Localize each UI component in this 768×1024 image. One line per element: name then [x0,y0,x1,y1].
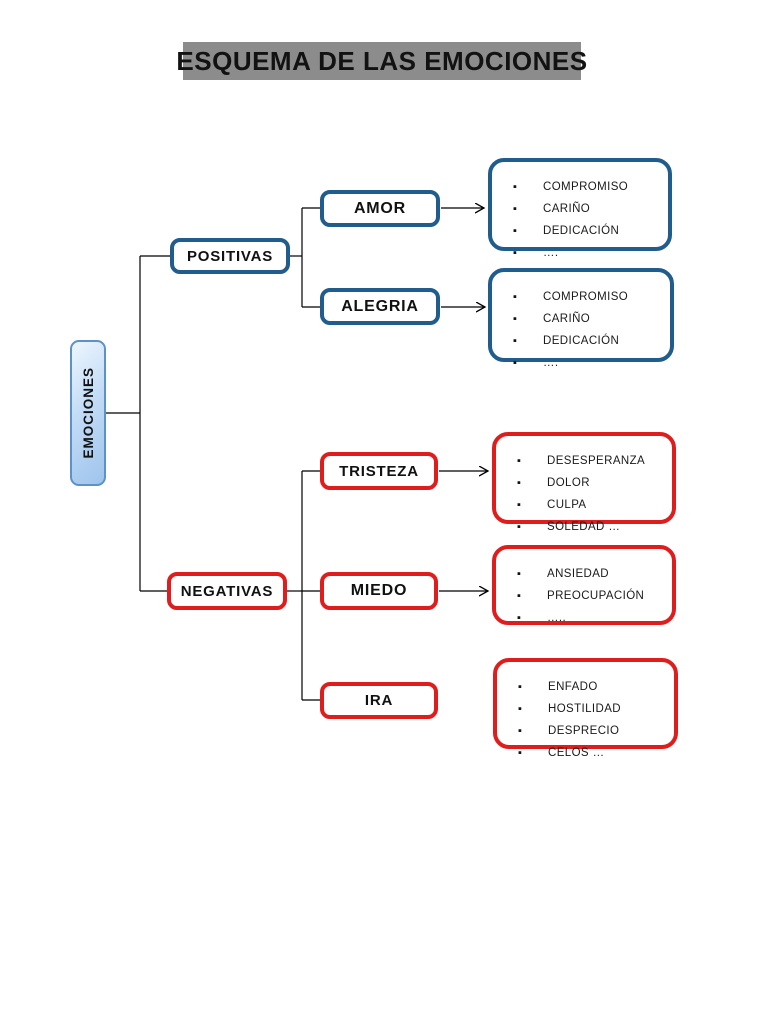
list-item-label: PREOCUPACIÓN [547,590,645,602]
bullet-icon: ▪ [513,290,517,303]
list-item: ▪ DEDICACIÓN [513,220,660,242]
bullet-icon: ▪ [513,334,517,347]
list-item: ▪ DESESPERANZA [517,450,664,472]
list-item: ▪ COMPROMISO [513,286,662,308]
bullet-icon: ▪ [518,724,522,737]
bullet-icon: ▪ [513,356,517,369]
node-amor: AMOR [320,190,440,227]
node-emociones: EMOCIONES [70,340,106,486]
bullet-icon: ▪ [517,476,521,489]
bullet-icon: ▪ [513,202,517,215]
list-item-label: DEDICACIÓN [543,335,620,347]
list-item: ▪ PREOCUPACIÓN [517,585,664,607]
node-tristeza: TRISTEZA [320,452,438,490]
bullet-icon: ▪ [518,702,522,715]
bullet-icon: ▪ [517,611,521,624]
list-item: ▪ ENFADO [518,676,666,698]
tristeza-detail-list: ▪ DESESPERANZA ▪ DOLOR ▪ CULPA ▪ SOLEDAD … [492,432,676,533]
list-item: ▪ HOSTILIDAD [518,698,666,720]
list-item: ▪ ANSIEDAD [517,563,664,585]
bullet-icon: ▪ [513,224,517,237]
amor-detail-list: ▪ COMPROMISO ▪ CARIÑO ▪ DEDICACIÓN ▪ …. [488,158,672,259]
bullet-icon: ▪ [517,454,521,467]
miedo-detail-list: ▪ ANSIEDAD ▪ PREOCUPACIÓN ▪ ….. [492,545,676,625]
alegria-detail-list: ▪ COMPROMISO ▪ CARIÑO ▪ DEDICACIÓN ▪ …. [488,268,674,369]
list-item-label: SOLEDAD … [547,521,621,533]
bullet-icon: ▪ [518,680,522,693]
list-item-label: ANSIEDAD [547,568,609,580]
ira-detail-list: ▪ ENFADO ▪ HOSTILIDAD ▪ DESPRECIO ▪ CELOS … [493,658,678,759]
list-item: ▪ SOLEDAD … [517,516,664,538]
list-item-label: DEDICACIÓN [543,225,620,237]
list-item-label: CARIÑO [543,313,591,325]
list-item: ▪ COMPROMISO [513,176,660,198]
bullet-icon: ▪ [517,589,521,602]
list-item: ▪ ….. [517,607,664,629]
bullet-icon: ▪ [517,520,521,533]
node-negativas: NEGATIVAS [167,572,287,610]
list-item: ▪ CULPA [517,494,664,516]
list-item-label: CELOS … [548,747,605,759]
node-miedo: MIEDO [320,572,438,610]
list-item-label: DESPRECIO [548,725,620,737]
list-item-label: COMPROMISO [543,181,629,193]
list-item: ▪ CARIÑO [513,198,660,220]
bullet-icon: ▪ [513,312,517,325]
page-title: ESQUEMA DE LAS EMOCIONES [176,42,587,80]
list-item-label: DESESPERANZA [547,455,646,467]
list-item: ▪ DESPRECIO [518,720,666,742]
bullet-icon: ▪ [513,180,517,193]
list-item-label: DOLOR [547,477,590,489]
list-item: ▪ CELOS … [518,742,666,764]
list-item-label: CULPA [547,499,587,511]
list-item-label: ….. [547,612,567,624]
bullet-icon: ▪ [517,498,521,511]
bullet-icon: ▪ [517,567,521,580]
list-item-label: …. [543,247,559,259]
list-item-label: …. [543,357,559,369]
bullet-icon: ▪ [513,246,517,259]
list-item-label: COMPROMISO [543,291,629,303]
list-item-label: HOSTILIDAD [548,703,622,715]
list-item: ▪ DOLOR [517,472,664,494]
node-positivas: POSITIVAS [170,238,290,274]
list-item-label: ENFADO [548,681,598,693]
list-item-label: CARIÑO [543,203,591,215]
node-emociones-label: EMOCIONES [80,367,96,459]
list-item: ▪ …. [513,242,660,264]
node-alegria: ALEGRIA [320,288,440,325]
list-item: ▪ DEDICACIÓN [513,330,662,352]
list-item: ▪ CARIÑO [513,308,662,330]
node-ira: IRA [320,682,438,719]
list-item: ▪ …. [513,352,662,374]
bullet-icon: ▪ [518,746,522,759]
